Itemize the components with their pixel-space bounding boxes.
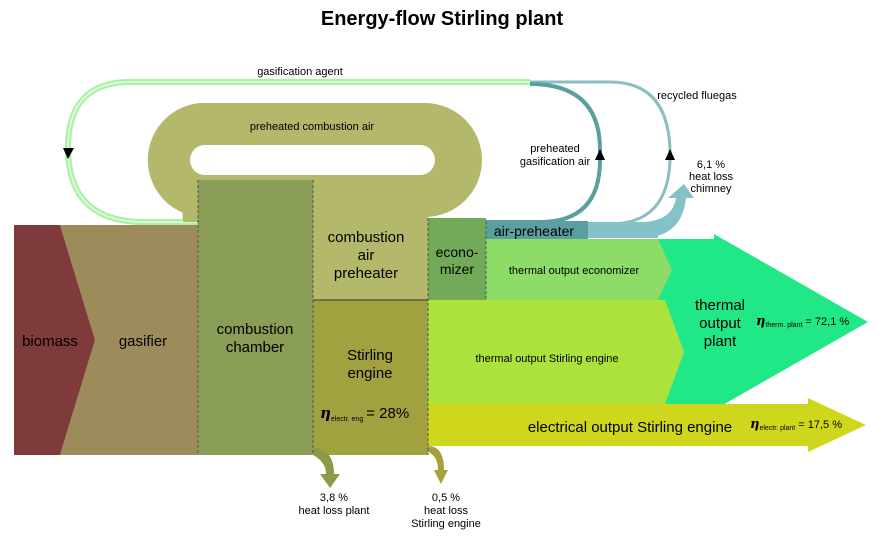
thermal-output-plant-label: thermal — [695, 297, 745, 314]
eta-electr-eng-value: = 28% — [366, 405, 409, 422]
heat-loss-chimney-label-2: chimney — [691, 183, 732, 195]
heat-loss-plant-pct: 3,8 % — [320, 492, 348, 504]
eta-electr-eng: ηelectr. eng= 28% — [320, 404, 409, 423]
preheated-gasification-air-label-2: gasification air — [520, 156, 591, 168]
thermal-output-plant-label-2: output — [699, 315, 742, 332]
heat-loss-stirling-label: heat loss — [424, 505, 469, 517]
heat-loss-stirling-pct: 0,5 % — [432, 492, 460, 504]
eta-therm-plant: ηtherm. plant= 72,1 % — [756, 314, 849, 329]
recycled-fluegas-label: recycled fluegas — [657, 90, 737, 102]
combustion-air-preheater-label-2: air — [358, 247, 375, 264]
combustion-air-preheater-label: combustion — [328, 229, 405, 246]
economizer-block — [428, 218, 486, 300]
biomass-block — [14, 225, 95, 455]
biomass-label: biomass — [22, 333, 78, 350]
eta-electr-plant-value: = 17,5 % — [798, 419, 842, 431]
gasification-agent-arrowhead — [63, 148, 74, 159]
thermal-output-economizer-arrow — [486, 239, 672, 300]
heat-loss-chimney-pct: 6,1 % — [697, 159, 725, 171]
economizer-label: econo- — [436, 244, 479, 260]
page-title: Energy-flow Stirling plant — [320, 8, 564, 30]
thermal-output-plant-arrow — [658, 234, 868, 410]
eta-electr-plant-symbol: η — [750, 417, 759, 432]
thermal-output-stirling-label: thermal output Stirling engine — [475, 353, 618, 365]
gasifier-label: gasifier — [119, 333, 167, 350]
heat-loss-stirling-label-2: Stirling engine — [411, 518, 481, 530]
air-preheater-label: air-preheater — [494, 223, 574, 239]
stirling-engine-label-2: engine — [347, 365, 392, 382]
preheated-gasification-air-label: preheated — [530, 143, 580, 155]
thermal-output-stirling-arrow — [428, 300, 684, 404]
eta-therm-plant-sub: therm. plant — [765, 322, 802, 329]
combustion-chamber-block — [198, 180, 313, 455]
eta-therm-plant-value: = 72,1 % — [805, 316, 849, 328]
electrical-output-label: electrical output Stirling engine — [528, 419, 732, 436]
preheated-gasification-air-arrowhead — [595, 149, 605, 160]
combustion-air-preheater-label-3: preheater — [334, 265, 398, 282]
heat-loss-stirling-flow — [428, 446, 448, 484]
economizer-label-2: mizer — [440, 261, 475, 277]
chimney-flow — [640, 184, 694, 238]
electrical-output-arrow — [428, 398, 866, 452]
eta-electr-plant: ηelectr. plant= 17,5 % — [750, 417, 842, 432]
stirling-engine-block — [313, 300, 428, 455]
eta-therm-symbol: η — [756, 314, 765, 329]
combustion-chamber-top — [198, 180, 313, 225]
eta-electr-eng-sub: electr. eng — [331, 416, 363, 423]
heat-loss-plant-flow — [313, 448, 340, 488]
air-preheater-block — [486, 221, 588, 239]
eta-symbol: η — [320, 404, 331, 422]
combustion-chamber-label: combustion — [217, 321, 294, 338]
recycled-fluegas-arrowhead — [665, 149, 675, 160]
gasifier-block — [60, 225, 198, 455]
thermal-output-economizer-label: thermal output economizer — [509, 265, 640, 277]
thermal-output-plant-label-3: plant — [704, 333, 737, 350]
stirling-engine-label: Stirling — [347, 347, 393, 364]
preheated-combustion-air-label: preheated combustion air — [250, 121, 374, 133]
heat-loss-chimney-label: heat loss — [689, 171, 734, 183]
heat-loss-plant-label: heat loss plant — [299, 505, 370, 517]
combustion-chamber-label-2: chamber — [226, 339, 284, 356]
combustion-air-preheater-block — [313, 180, 428, 300]
gasification-agent-label: gasification agent — [257, 66, 343, 78]
eta-electr-plant-sub: electr. plant — [759, 425, 795, 432]
